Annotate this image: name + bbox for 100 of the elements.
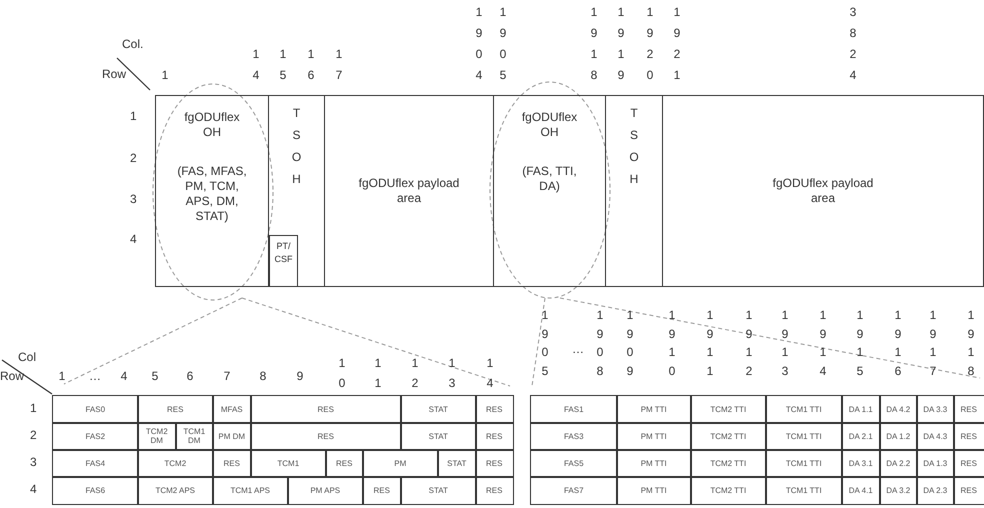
column-number: … xyxy=(89,368,101,385)
axis-label: Row xyxy=(102,67,126,81)
table-cell: FAS2 xyxy=(52,422,138,450)
table-cell: TCM1 TTI xyxy=(765,449,842,478)
column-number: 10 xyxy=(338,355,346,392)
column-number: 14 xyxy=(486,355,494,392)
table-cell: TCM2 xyxy=(137,449,214,478)
column-number: 1915 xyxy=(856,307,864,380)
table-cell: DA 2.3 xyxy=(916,476,954,504)
column-number: 1916 xyxy=(894,307,902,380)
row-number: 3 xyxy=(30,454,37,468)
axis-label: Row xyxy=(0,369,24,383)
field-label: fgODUflex OH xyxy=(520,110,578,140)
column-number: 5 xyxy=(150,368,160,385)
row-number: 2 xyxy=(30,428,37,442)
table-cell: DA 4.2 xyxy=(879,395,918,424)
table-cell: RES xyxy=(212,449,252,478)
table-cell: RES xyxy=(953,422,984,450)
field-label: fgODUflex OH xyxy=(183,110,241,140)
table-cell: DA 4.1 xyxy=(841,476,880,504)
column-number: 12 xyxy=(410,355,420,392)
table-cell: DA 4.3 xyxy=(916,422,954,450)
column-number: 16 xyxy=(306,46,316,84)
table-cell: RES xyxy=(475,449,514,478)
column-number: 1918 xyxy=(590,4,598,84)
table-cell: RES xyxy=(475,422,514,450)
field-list: (FAS, TTI, DA) xyxy=(518,164,582,194)
table-cell: PM TTI xyxy=(616,476,692,504)
column-number: 1905 xyxy=(540,307,550,380)
axis-label: Col. xyxy=(122,37,144,51)
field-box xyxy=(493,95,606,287)
column-number: 1908 xyxy=(596,307,604,380)
table-cell: TCM1 TTI xyxy=(765,395,842,424)
field-box xyxy=(605,95,663,287)
table-cell: STAT xyxy=(437,449,476,478)
table-cell: TCM2 DM xyxy=(137,422,176,450)
column-number: 1917 xyxy=(928,307,938,380)
column-number: 1921 xyxy=(672,4,682,84)
table-cell: FAS5 xyxy=(530,449,618,478)
field-list: (FAS, MFAS, PM, TCM, APS, DM, STAT) xyxy=(177,164,247,224)
row-number: 1 xyxy=(30,400,37,414)
column-number: 13 xyxy=(448,355,456,392)
table-cell: PM APS xyxy=(287,476,364,504)
table-cell: FAS1 xyxy=(530,395,618,424)
column-number: 1914 xyxy=(818,307,828,380)
table-cell: TCM1 DM xyxy=(175,422,214,450)
column-number: 1904 xyxy=(474,4,484,84)
table-cell: PM TTI xyxy=(616,449,692,478)
row-number: 3 xyxy=(130,192,137,206)
field-box xyxy=(269,235,298,287)
table-cell: RES xyxy=(953,395,984,424)
column-number: 1909 xyxy=(626,307,634,380)
table-cell: DA 3.2 xyxy=(879,476,918,504)
row-number: 1 xyxy=(130,109,137,123)
table-cell: TCM1 TTI xyxy=(765,422,842,450)
table-cell: RES xyxy=(475,395,514,424)
column-number: 1918 xyxy=(966,307,976,380)
table-cell: FAS3 xyxy=(530,422,618,450)
row-number: 4 xyxy=(30,482,37,496)
column-number: 11 xyxy=(374,355,382,392)
table-cell: TCM2 TTI xyxy=(690,476,766,504)
field-box xyxy=(155,95,269,287)
column-number: 1920 xyxy=(646,4,654,84)
table-cell: PM TTI xyxy=(616,422,692,450)
table-cell: RES xyxy=(137,395,214,424)
column-number: 1 xyxy=(160,67,170,84)
table-cell: STAT xyxy=(400,476,476,504)
table-cell: RES xyxy=(475,476,514,504)
field-label: fgODUflex payload area xyxy=(358,176,460,206)
field-box xyxy=(324,95,494,287)
table-cell: RES xyxy=(362,476,402,504)
table-cell: TCM2 TTI xyxy=(690,395,766,424)
table-cell: DA 2.2 xyxy=(879,449,918,478)
table-cell: FAS4 xyxy=(52,449,138,478)
field-label: PT/CSF xyxy=(274,240,294,266)
table-cell: STAT xyxy=(400,395,476,424)
field-label: TSOH xyxy=(290,105,302,188)
column-number: 17 xyxy=(334,46,344,84)
column-number: 14 xyxy=(252,46,260,84)
column-number: 15 xyxy=(278,46,288,84)
column-number: 1910 xyxy=(668,307,676,380)
column-number: 3824 xyxy=(848,4,858,84)
table-cell: TCM2 TTI xyxy=(690,449,766,478)
table-cell: PM DM xyxy=(212,422,252,450)
table-cell: FAS6 xyxy=(52,476,138,504)
column-number: 8 xyxy=(258,368,268,385)
table-cell: DA 1.2 xyxy=(879,422,918,450)
table-cell: FAS7 xyxy=(530,476,618,504)
column-number: 6 xyxy=(186,368,194,385)
table-cell: DA 2.1 xyxy=(841,422,880,450)
table-cell: MFAS xyxy=(212,395,252,424)
column-number: 1905 xyxy=(498,4,508,84)
field-box xyxy=(268,95,325,287)
table-cell: TCM2 APS xyxy=(137,476,214,504)
table-cell: PM xyxy=(362,449,438,478)
table-cell: RES xyxy=(953,476,984,504)
field-label: TSOH xyxy=(628,105,640,188)
column-number: 1911 xyxy=(706,307,714,380)
row-number: 2 xyxy=(130,151,137,165)
table-cell: DA 1.3 xyxy=(916,449,954,478)
